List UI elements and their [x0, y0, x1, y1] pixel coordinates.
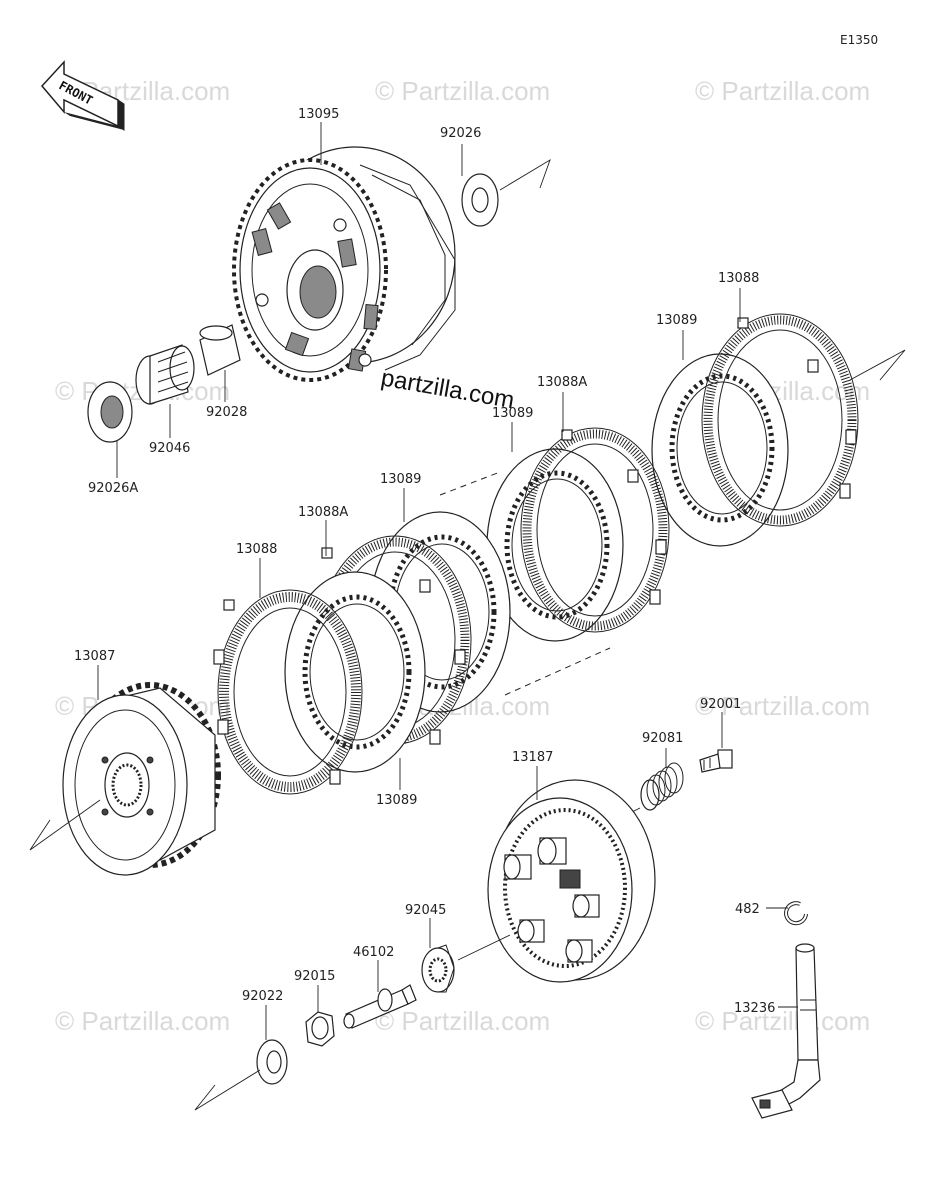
- watermark: © Partzilla.com: [375, 1006, 550, 1036]
- leader-line: [457, 934, 511, 961]
- part-label-92026: 92026: [440, 126, 481, 141]
- part-label-482: 482: [735, 902, 760, 917]
- pressure-plate-13187: [487, 779, 656, 983]
- watermark: © Partzilla.com: [55, 1006, 230, 1036]
- watermark: © Partzilla.com: [695, 691, 870, 721]
- part-label-13089-top: 13089: [656, 313, 697, 328]
- part-label-13089-overlap: 13089: [492, 406, 533, 421]
- part-label-13089-low: 13089: [376, 793, 417, 808]
- push-rod-46102: [343, 984, 417, 1029]
- washer-92026: [461, 173, 499, 227]
- axis-line-arrow: [29, 799, 101, 851]
- dashed-connector: [504, 647, 611, 696]
- nut-92015: [305, 1011, 335, 1047]
- axis-line-arrow: [499, 158, 551, 191]
- part-label-13087: 13087: [74, 649, 115, 664]
- part-label-92081: 92081: [642, 731, 683, 746]
- part-label-13236: 13236: [734, 1001, 775, 1016]
- axis-line-arrow: [849, 349, 906, 381]
- friction-plate-13088A-mid: [520, 427, 670, 633]
- ball-bearing-92045: [421, 944, 455, 993]
- clutch-housing-13095: [232, 146, 456, 382]
- part-label-13088-top: 13088: [718, 271, 759, 286]
- collar-92028: [199, 324, 241, 376]
- diagram-code: E1350: [840, 33, 878, 47]
- friction-plate-13088-low: [213, 589, 363, 795]
- part-label-13187: 13187: [512, 750, 553, 765]
- washer-92022: [256, 1039, 288, 1085]
- part-label-92026A: 92026A: [88, 481, 138, 496]
- part-label-92045: 92045: [405, 903, 446, 918]
- part-label-92022: 92022: [242, 989, 283, 1004]
- part-label-13089-mid: 13089: [380, 472, 421, 487]
- steel-plate-13089-top: [651, 353, 789, 547]
- spring-92081: [640, 762, 684, 811]
- watermark: © Partzilla.com: [695, 76, 870, 106]
- release-shaft-13236: [751, 943, 821, 1119]
- dashed-connector: [439, 471, 501, 496]
- bolt-92001: [699, 749, 733, 773]
- part-label-92028: 92028: [206, 405, 247, 420]
- part-label-46102: 46102: [353, 945, 394, 960]
- part-label-92046: 92046: [149, 441, 190, 456]
- part-label-13095: 13095: [298, 107, 339, 122]
- washer-92026A: [87, 381, 133, 443]
- circlip-482: [784, 901, 808, 926]
- watermark: © Partzilla.com: [375, 76, 550, 106]
- part-label-13088-mid: 13088: [236, 542, 277, 557]
- needle-bearing-92046: [135, 344, 195, 405]
- axis-line-arrow: [194, 1069, 261, 1111]
- part-label-92001: 92001: [700, 697, 741, 712]
- friction-plate-13088-top: [701, 313, 859, 527]
- watermark: © Partzilla.com: [695, 1006, 870, 1036]
- part-label-13088A-mid: 13088A: [298, 505, 348, 520]
- part-label-92015: 92015: [294, 969, 335, 984]
- part-label-13088A-top: 13088A: [537, 375, 587, 390]
- clutch-hub-13087: [62, 682, 221, 876]
